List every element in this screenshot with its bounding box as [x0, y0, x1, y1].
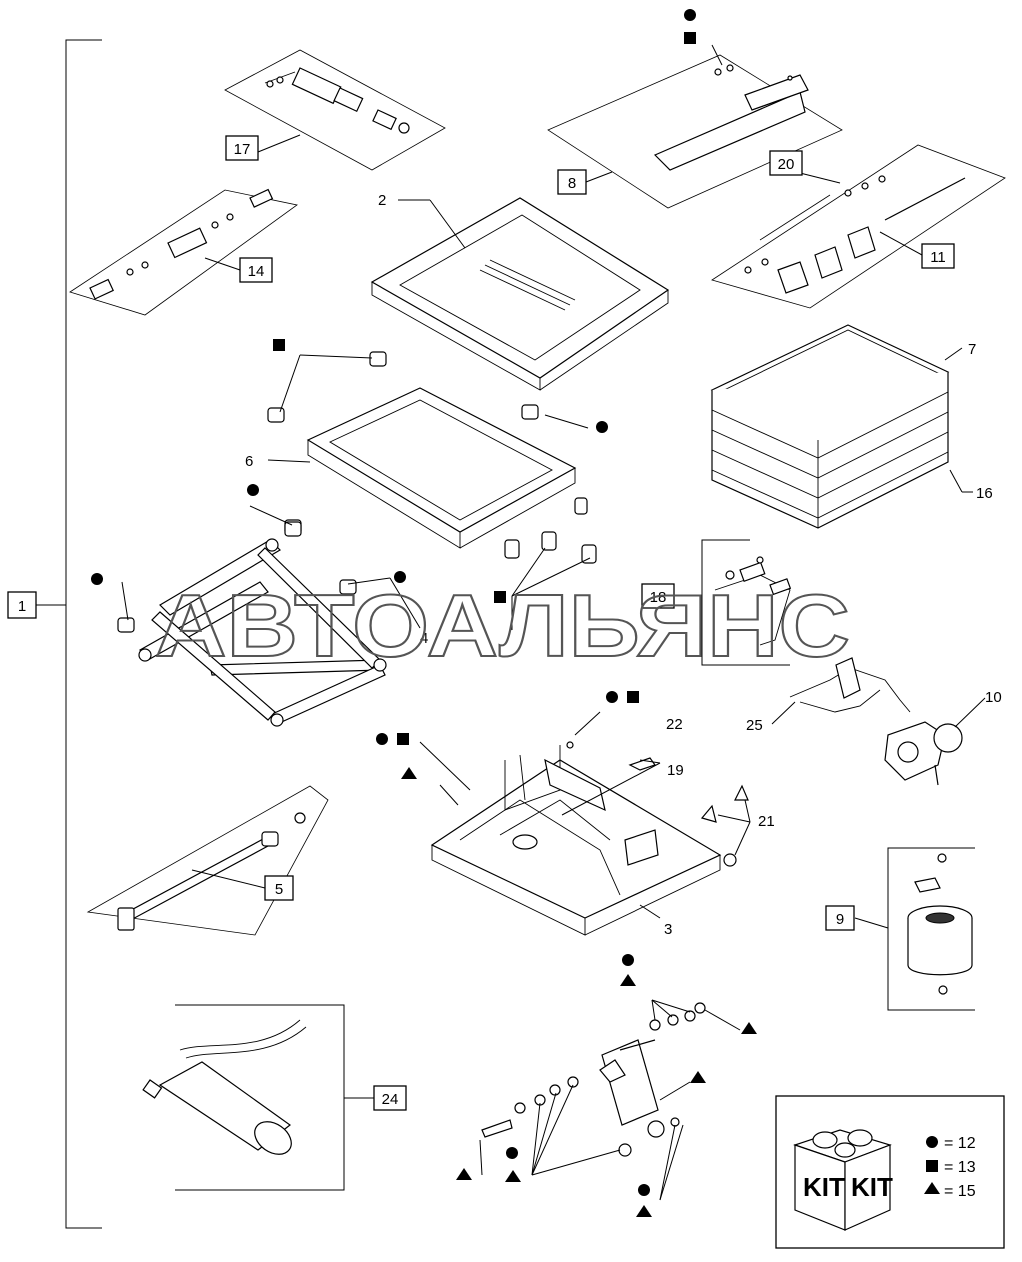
- legend-triangle-text: = 15: [944, 1183, 976, 1200]
- part-20-11-switches: [711, 144, 1006, 309]
- callout-17: 17: [225, 135, 259, 161]
- callout-18: 18: [641, 583, 675, 609]
- part-18-wiring: [701, 539, 792, 666]
- svg-text:5: 5: [275, 881, 283, 898]
- part-4-scissor-linkage: [117, 505, 421, 727]
- svg-text:17: 17: [234, 141, 251, 158]
- label-10: 10: [985, 689, 1002, 706]
- part-6-middle-frame: [267, 351, 597, 564]
- svg-text:9: 9: [836, 911, 844, 928]
- part-2-upper-frame: [370, 197, 670, 391]
- svg-text:KIT: KIT: [851, 1172, 893, 1202]
- kit-legend: KIT KIT = 12 = 13 = 15: [775, 1095, 1005, 1249]
- svg-text:11: 11: [930, 249, 946, 266]
- part-8-bracket-plate: [547, 44, 843, 209]
- part-24-damper: [142, 1004, 375, 1191]
- callout-14: 14: [239, 257, 273, 283]
- label-21: 21: [758, 813, 775, 830]
- part-7-bellows: [710, 324, 973, 529]
- callout-5: 5: [264, 875, 294, 901]
- label-22: 22: [666, 716, 683, 733]
- callout-1: 1: [7, 591, 37, 619]
- callout-20: 20: [769, 150, 803, 176]
- svg-text:KIT: KIT: [803, 1172, 845, 1202]
- part-3-base-plate: [419, 711, 751, 936]
- part-14-valve-assembly: [69, 188, 298, 316]
- callout-24: 24: [373, 1085, 407, 1111]
- svg-text:14: 14: [248, 263, 265, 280]
- svg-text:1: 1: [18, 598, 26, 615]
- label-19: 19: [667, 762, 684, 779]
- label-16: 16: [976, 485, 993, 502]
- callout-9: 9: [825, 905, 855, 931]
- callout-8: 8: [557, 169, 587, 195]
- svg-text:8: 8: [568, 175, 576, 192]
- legend-circle-text: = 12: [944, 1135, 976, 1152]
- kit-box-icon: KIT KIT: [793, 1129, 893, 1231]
- part-17-valve-assembly: [224, 49, 446, 171]
- svg-text:24: 24: [382, 1091, 399, 1108]
- label-7: 7: [968, 341, 976, 358]
- part-10-compressor: [771, 657, 986, 786]
- label-25: 25: [746, 717, 763, 734]
- assembly-bracket: [36, 39, 102, 1229]
- callout-11: 11: [921, 243, 955, 269]
- marker-symbols: [91, 9, 757, 1217]
- label-2: 2: [378, 192, 386, 209]
- label-3: 3: [664, 921, 672, 938]
- part-4-square-leaders: [511, 547, 591, 630]
- svg-text:18: 18: [650, 589, 667, 606]
- label-6: 6: [245, 453, 253, 470]
- part-9-air-spring: [854, 847, 975, 1011]
- legend-square-text: = 13: [944, 1159, 976, 1176]
- label-4: 4: [420, 630, 428, 647]
- part-5-shaft: [86, 785, 329, 936]
- watermark-text: АВТОАЛЬЯНС: [155, 576, 850, 675]
- svg-text:20: 20: [778, 156, 795, 173]
- shock-absorber: [479, 999, 741, 1201]
